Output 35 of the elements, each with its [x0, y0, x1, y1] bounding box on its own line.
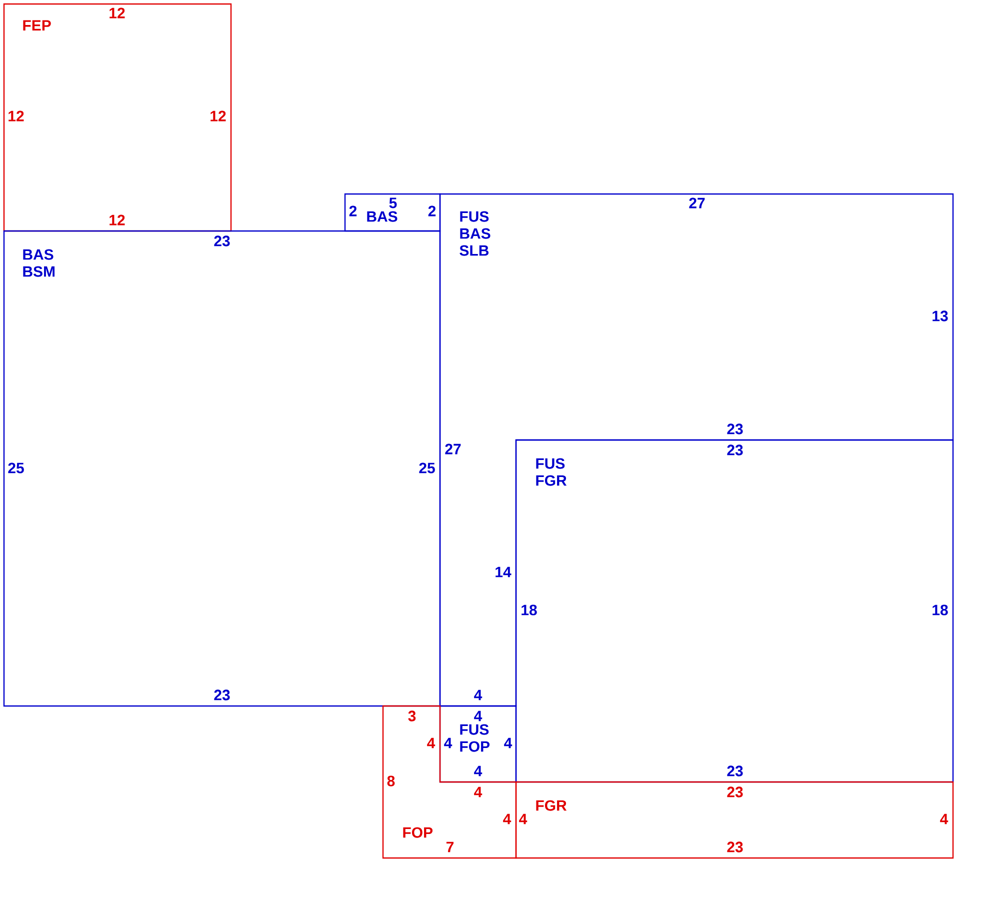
dimension-label: 4 — [444, 738, 452, 748]
dimension-label: 12 — [210, 110, 226, 122]
dimension-label: 14 — [496, 566, 512, 578]
dimension-label: 25 — [419, 462, 435, 474]
dimension-label: 27 — [689, 198, 705, 208]
dimension-label: 23 — [727, 444, 743, 456]
dimension-label: 4 — [503, 814, 512, 824]
dimension-label: 5 — [389, 198, 397, 208]
dimension-label: 4 — [474, 690, 482, 700]
dimension-label: 23 — [727, 786, 743, 798]
dimension-label: 18 — [522, 604, 537, 616]
dimension-label: 4 — [504, 738, 512, 748]
dimension-label: 23 — [727, 424, 743, 434]
dimension-label: 4 — [427, 738, 436, 748]
dimension-label: 8 — [387, 776, 395, 786]
dimension-label: 3 — [408, 710, 416, 722]
dimension-label: 23 — [214, 236, 230, 246]
dimension-label: 7 — [446, 842, 454, 852]
dimension-label: 4 — [519, 814, 528, 824]
dimension-label: 4 — [474, 710, 482, 722]
dimension-label: 4 — [474, 766, 482, 776]
dimension-label: 4 — [474, 786, 482, 798]
dimension-label: 2 — [349, 206, 357, 216]
dimension-label: 2 — [428, 206, 436, 216]
dimension-label: 23 — [727, 842, 743, 852]
dimension-label: 18 — [932, 604, 948, 616]
dimension-label: 12 — [110, 8, 125, 18]
dimension-label: 27 — [445, 444, 461, 454]
dimension-label: 12 — [8, 110, 24, 122]
dimension-label: 23 — [727, 766, 743, 776]
dimension-label: 23 — [214, 690, 230, 700]
dimension-label: 12 — [110, 214, 125, 226]
dimension-label: 4 — [940, 814, 948, 824]
dimension-label: 25 — [8, 462, 24, 474]
dimension-label: 13 — [932, 310, 948, 322]
